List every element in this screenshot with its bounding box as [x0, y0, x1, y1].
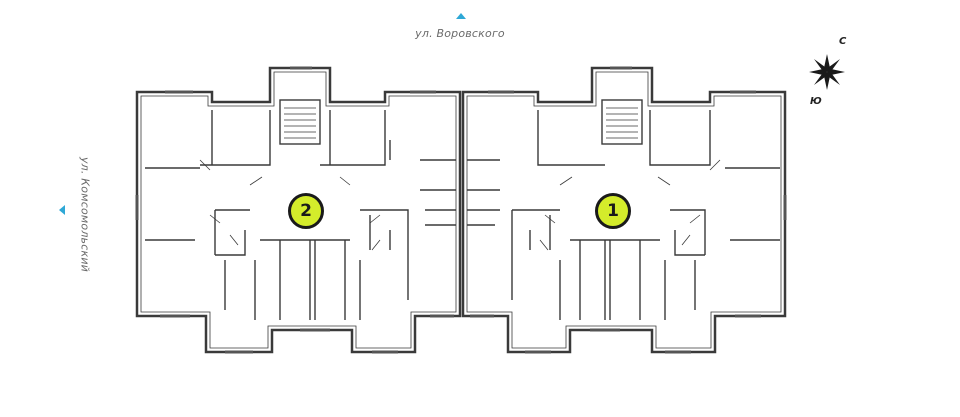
street-direction-left-icon	[59, 205, 65, 215]
street-label-top: ул. Воровского	[415, 27, 505, 40]
compass-icon	[809, 54, 845, 90]
compass-north-label: С	[839, 36, 847, 47]
section-1-marker[interactable]: 1	[595, 193, 631, 229]
street-direction-top-icon	[456, 13, 466, 19]
section-2-plan[interactable]	[135, 66, 462, 354]
compass-south-label: Ю	[810, 96, 822, 107]
section-1-plan[interactable]	[461, 66, 787, 354]
section-2-marker[interactable]: 2	[288, 193, 324, 229]
